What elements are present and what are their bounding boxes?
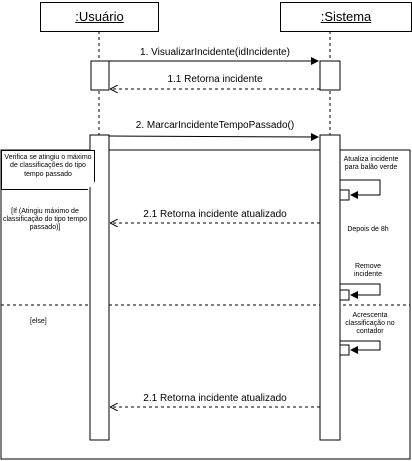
lifeline-usuario-label: :Usuário bbox=[75, 9, 124, 24]
message-2-arrow bbox=[108, 132, 319, 141]
if-guard: [If (Atingiu máximo de classificação do … bbox=[2, 208, 88, 232]
lifeline-usuario-head: :Usuário bbox=[40, 2, 159, 32]
note-wait: Depois de 8h bbox=[347, 226, 389, 233]
self-call-2-arrow bbox=[340, 283, 381, 299]
activation-usuario-1 bbox=[90, 60, 110, 91]
else-guard: [else] bbox=[30, 318, 47, 325]
frame-label-text: Verifica se atingiu o máximo de classifi… bbox=[4, 154, 92, 178]
note-acrescenta: Acrescenta classificação no contador bbox=[345, 312, 395, 336]
lifeline-sistema-head: :Sistema bbox=[280, 2, 412, 32]
activation-sistema-2 bbox=[319, 134, 341, 441]
activation-sistema-1 bbox=[319, 60, 341, 91]
message-1-1-label: 1.1 Retorna incidente bbox=[167, 74, 263, 85]
note-atualiza: Atualiza incidente para balão verde bbox=[343, 156, 399, 172]
self-call-1-arrow bbox=[340, 179, 381, 199]
self-activation-1 bbox=[339, 189, 350, 201]
self-activation-2 bbox=[339, 289, 350, 301]
message-2-label: 2. MarcarIncidenteTempoPassado() bbox=[135, 120, 295, 131]
message-2-1b-label: 2.1 Retorna incidente atualizado bbox=[143, 393, 287, 404]
lifeline-sistema-label: :Sistema bbox=[320, 9, 372, 24]
message-2-1a-label: 2.1 Retorna incidente atualizado bbox=[143, 209, 287, 220]
activation-usuario-2 bbox=[89, 134, 110, 441]
frame-label: Verifica se atingiu o máximo de classifi… bbox=[1, 150, 95, 190]
self-call-3-arrow bbox=[340, 340, 381, 354]
note-remove: Remove incidente bbox=[353, 263, 383, 279]
self-activation-3 bbox=[339, 344, 350, 356]
message-1-label: 1. VisualizarIncidente(idIncidente) bbox=[140, 47, 290, 58]
